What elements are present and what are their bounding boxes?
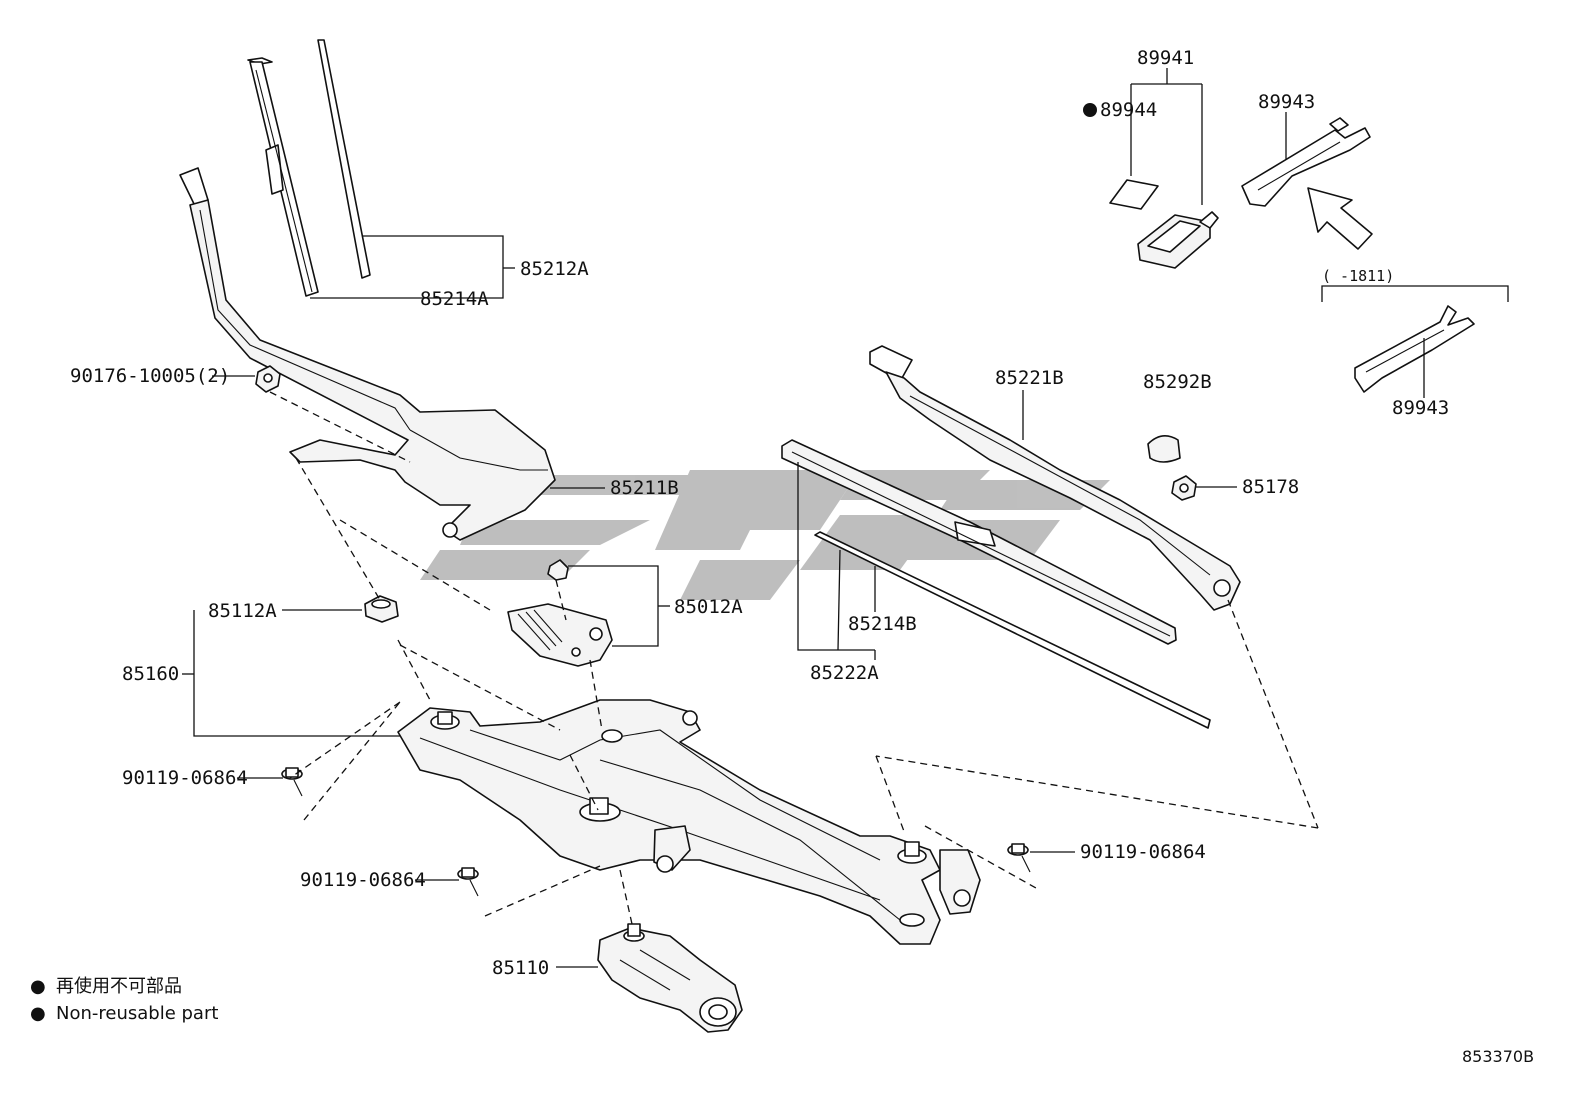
label-85211B: 85211B [610, 477, 679, 499]
label-85112A: 85112A [208, 600, 277, 622]
label-85214B: 85214B [848, 613, 917, 635]
wiper-link-85160 [397, 699, 981, 945]
bolt-90119-c [1007, 843, 1031, 873]
bolt-90119-b [457, 867, 479, 897]
nut-90176 [255, 365, 281, 393]
range-note: ( -1811) [1322, 267, 1394, 285]
legend-marker-1: ● [30, 976, 46, 997]
label-89944: 89944 [1100, 99, 1157, 121]
right-refill-85214B [814, 531, 1211, 729]
label-90119-a: 90119-06864 [122, 767, 248, 789]
label-85110: 85110 [492, 957, 549, 979]
label-89941: 89941 [1137, 47, 1194, 69]
figure-id: 853370B [1462, 1047, 1534, 1066]
label-85214A: 85214A [420, 288, 489, 310]
legend-line-1: 再使用不可部品 [56, 976, 182, 997]
legend: ● 再使用不可部品 ● Non-reusable part [30, 976, 218, 1024]
bushing-85112A [364, 595, 399, 623]
key-assembly-89941 [1109, 68, 1219, 269]
left-wiper-blade-85212A [247, 39, 371, 297]
label-89943-bottom: 89943 [1392, 397, 1449, 419]
key-fob [1137, 211, 1219, 269]
nut-85178 [1171, 475, 1197, 501]
label-90119-c: 90119-06864 [1080, 841, 1206, 863]
range-bracket [1321, 285, 1509, 302]
wiper-motor-85110 [597, 923, 743, 1033]
label-89943-top: 89943 [1258, 91, 1315, 113]
pivot-cover-85012A [507, 559, 613, 667]
label-85012A: 85012A [674, 596, 743, 618]
bolt-90119-a [281, 767, 303, 797]
legend-marker-2: ● [30, 1003, 46, 1024]
transmitter-case-89943-bottom [1354, 305, 1475, 398]
direction-arrow [1307, 187, 1373, 250]
label-90119-b: 90119-06864 [300, 869, 426, 891]
label-85212A: 85212A [520, 258, 589, 280]
cap-85292B [1147, 435, 1181, 463]
label-85222A: 85222A [810, 662, 879, 684]
non-reusable-marker-89944 [1083, 103, 1097, 117]
label-85160: 85160 [122, 663, 179, 685]
label-85178: 85178 [1242, 476, 1299, 498]
left-wiper-arm-85211B [179, 167, 556, 541]
label-90176: 90176-10005(2) [70, 365, 230, 387]
leader-85212A [310, 235, 504, 299]
right-wiper-arm-85221B [869, 345, 1241, 611]
legend-line-2: Non-reusable part [56, 1003, 218, 1024]
transmitter-case-89943-top [1241, 112, 1371, 207]
label-85292B: 85292B [1143, 371, 1212, 393]
assembly-dashed-lines [269, 391, 1319, 925]
label-85221B: 85221B [995, 367, 1064, 389]
right-wiper-blade-85222A [781, 439, 1177, 645]
